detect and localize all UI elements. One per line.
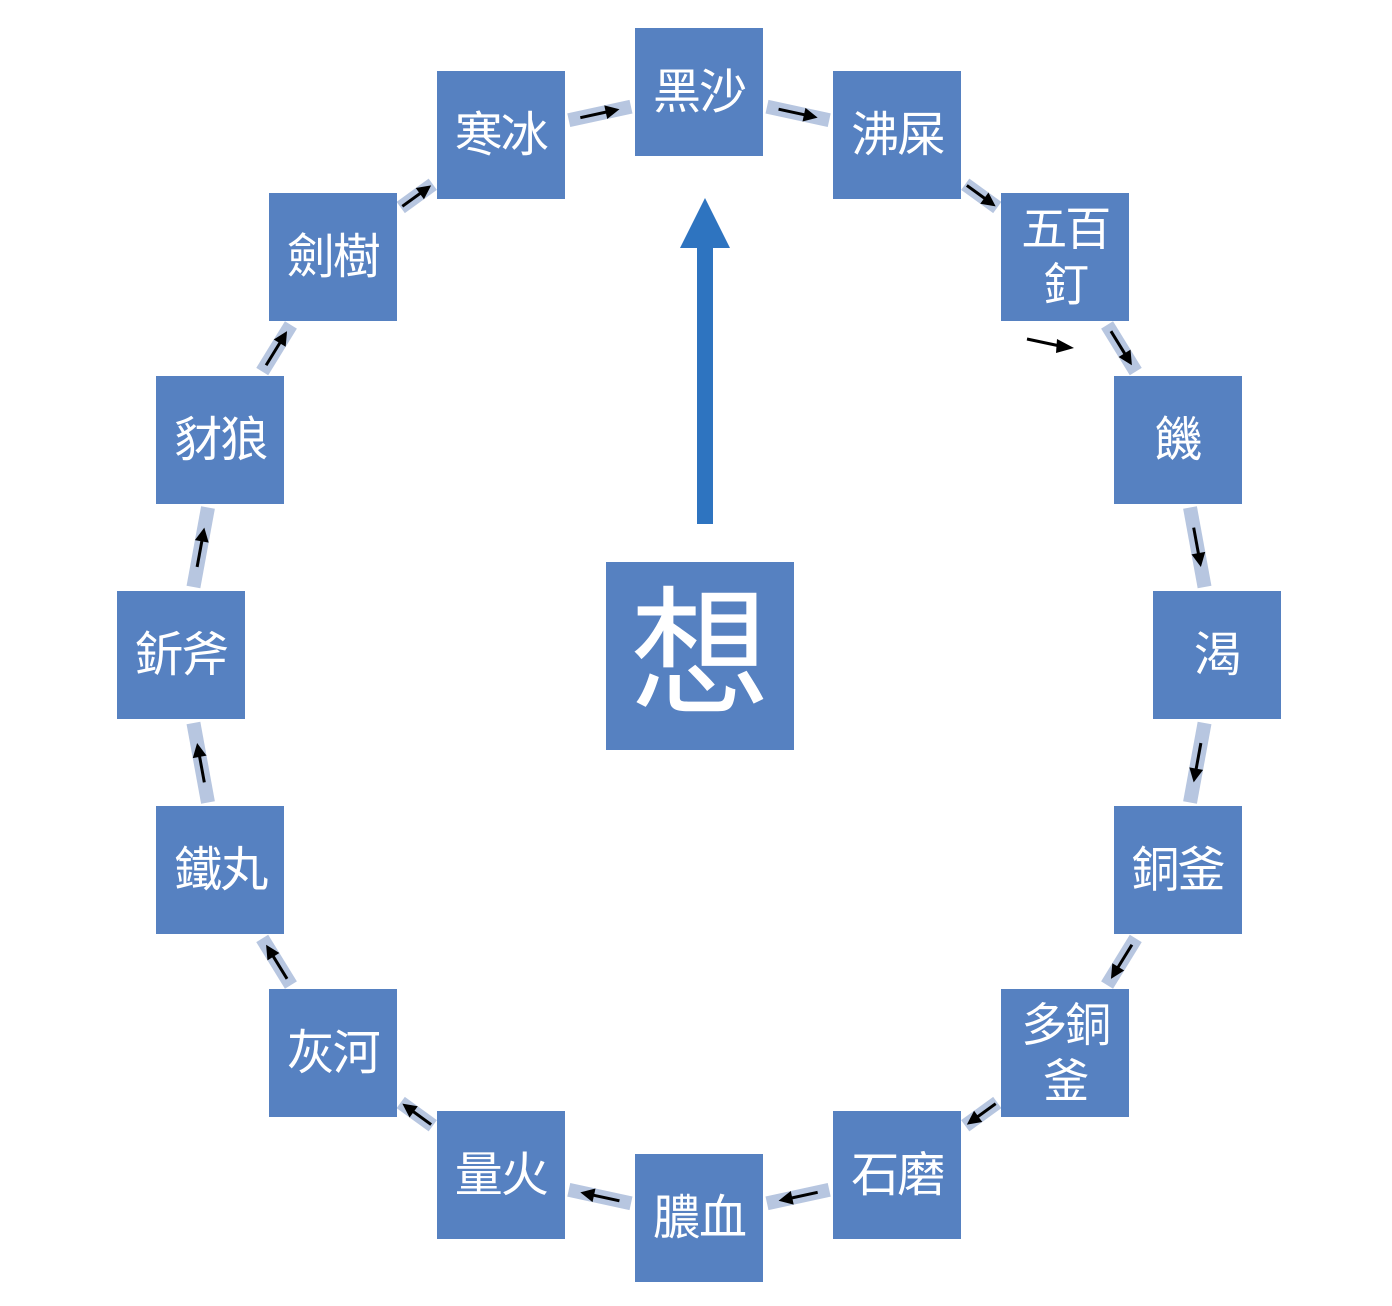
center-node-thought: 想 — [606, 562, 794, 750]
connector-arrow-head — [604, 105, 620, 120]
hell-node: 量火 — [436, 1111, 565, 1240]
hell-node: 饑 — [1113, 375, 1242, 504]
connector-arrow-head — [1191, 551, 1206, 567]
hell-node: 劍樹 — [268, 192, 397, 321]
center-node-label: 想 — [629, 574, 770, 737]
hell-node: 渴 — [1153, 591, 1281, 719]
connector-arrow-head — [402, 1103, 418, 1118]
hell-node: 黑沙 — [635, 28, 763, 156]
hell-node-label: 豺狼 — [174, 411, 268, 468]
connector-arrow-head — [1118, 349, 1132, 366]
hell-node: 石磨 — [833, 1111, 962, 1240]
hell-node-label: 灰河 — [286, 1025, 381, 1082]
hell-node-label: 五百 釘 — [1021, 201, 1111, 312]
hell-node: 沸屎 — [833, 70, 962, 199]
hell-node: 膿血 — [635, 1154, 763, 1282]
connector-arrow-head — [580, 1188, 596, 1203]
hell-node: 豺狼 — [156, 375, 285, 504]
stray-arrow — [1026, 337, 1074, 353]
hell-node-label: 釿斧 — [134, 627, 229, 683]
hell-node-label: 黑沙 — [652, 64, 747, 120]
connector-arrow-head — [980, 192, 996, 207]
hell-node: 寒冰 — [436, 70, 565, 199]
connector-arrow-head — [778, 1190, 794, 1205]
hell-node: 多銅 釜 — [1001, 989, 1130, 1118]
connector-arrow-head — [1110, 963, 1125, 979]
hell-node-label: 寒冰 — [454, 106, 549, 163]
hell-node: 五百 釘 — [1001, 192, 1130, 321]
hell-node-label: 渴 — [1193, 627, 1242, 683]
hell-node-label: 多銅 釜 — [1021, 998, 1111, 1109]
hell-node-label: 鐵丸 — [174, 842, 268, 899]
hell-node: 鐵丸 — [156, 806, 285, 935]
hell-node-label: 量火 — [454, 1147, 549, 1204]
hell-node-label: 膿血 — [652, 1190, 747, 1246]
hell-node-label: 饑 — [1154, 411, 1203, 468]
connector-arrow-head — [1189, 767, 1204, 783]
hell-node: 銅釜 — [1113, 806, 1242, 935]
connector-layer — [186, 99, 1212, 1211]
hell-node: 灰河 — [268, 989, 397, 1118]
hell-node-label: 銅釜 — [1131, 842, 1226, 899]
connector-arrow-head — [415, 185, 432, 200]
connector-arrow-head — [192, 743, 207, 759]
hell-node: 釿斧 — [117, 591, 245, 719]
connector-arrow-head — [194, 527, 209, 543]
connector-arrow-head — [802, 107, 818, 122]
connector-arrow-head — [273, 331, 288, 347]
connector-arrow-head — [966, 1110, 983, 1125]
hell-node-label: 石磨 — [851, 1147, 945, 1204]
hell-node-label: 劍樹 — [286, 228, 381, 285]
hell-node-label: 沸屎 — [851, 106, 945, 163]
center-up-arrow — [680, 198, 730, 524]
connector-arrow-head — [266, 944, 280, 961]
